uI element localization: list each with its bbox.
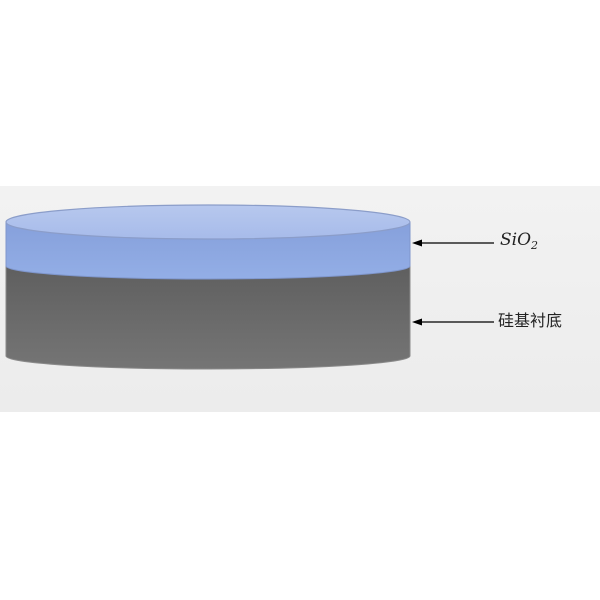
sio2-arrow (412, 239, 494, 247)
silicon-substrate-layer (5, 265, 411, 370)
wafer-top-surface (5, 204, 411, 240)
sio2-label: SiO2 (500, 230, 539, 252)
wafer-diagram (0, 186, 600, 412)
substrate-label: 硅基衬底 (498, 311, 563, 330)
substrate-arrow (412, 318, 494, 326)
sio2-label-text: SiO (500, 230, 532, 250)
diagram-panel: SiO2 硅基衬底 (0, 186, 600, 412)
sio2-label-subscript: 2 (531, 239, 539, 252)
